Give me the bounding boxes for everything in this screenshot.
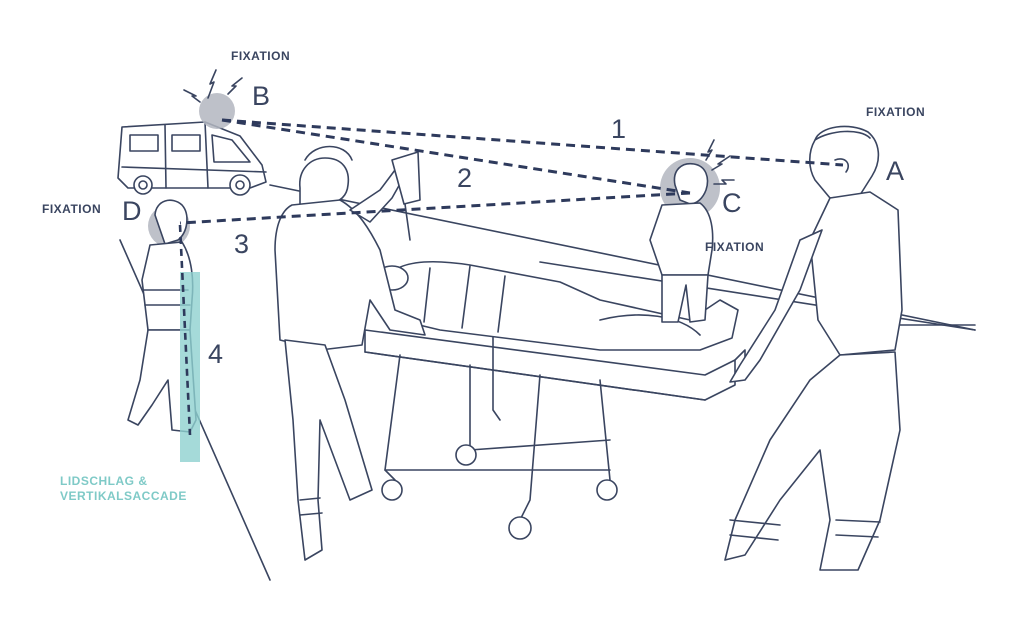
- gaze-line-2: [221, 118, 691, 195]
- saccade-caption-line1: LIDSCHLAG &: [60, 474, 148, 488]
- saccade-band: [180, 272, 200, 462]
- segment-number-2: 2: [457, 163, 472, 193]
- point-label-c: C: [722, 188, 742, 218]
- bystander-c-figure-icon: [649, 162, 714, 323]
- stretcher-icon: [364, 329, 746, 540]
- segment-number-3: 3: [234, 229, 249, 259]
- fixation-halo-b: [199, 93, 235, 129]
- point-label-d: D: [122, 196, 142, 226]
- fixation-caption-d: FIXATION: [42, 202, 101, 216]
- fixation-caption-a: FIXATION: [866, 105, 925, 119]
- gaze-line-1: [221, 118, 844, 167]
- fixation-caption-b: FIXATION: [231, 49, 290, 63]
- fixation-caption-c: FIXATION: [705, 240, 764, 254]
- paramedic-right-figure-icon: [724, 125, 903, 571]
- patient-figure-icon: [375, 260, 739, 351]
- gaze-line-3: [179, 191, 691, 225]
- segment-number-1: 1: [611, 114, 626, 144]
- point-label-b: B: [252, 81, 270, 111]
- ambulance-van-icon: [117, 121, 267, 196]
- segment-number-4: 4: [208, 339, 223, 369]
- gaze-path: [178, 118, 844, 436]
- saccade-caption-line2: VERTIKALSACCADE: [60, 489, 187, 503]
- point-label-a: A: [886, 156, 904, 186]
